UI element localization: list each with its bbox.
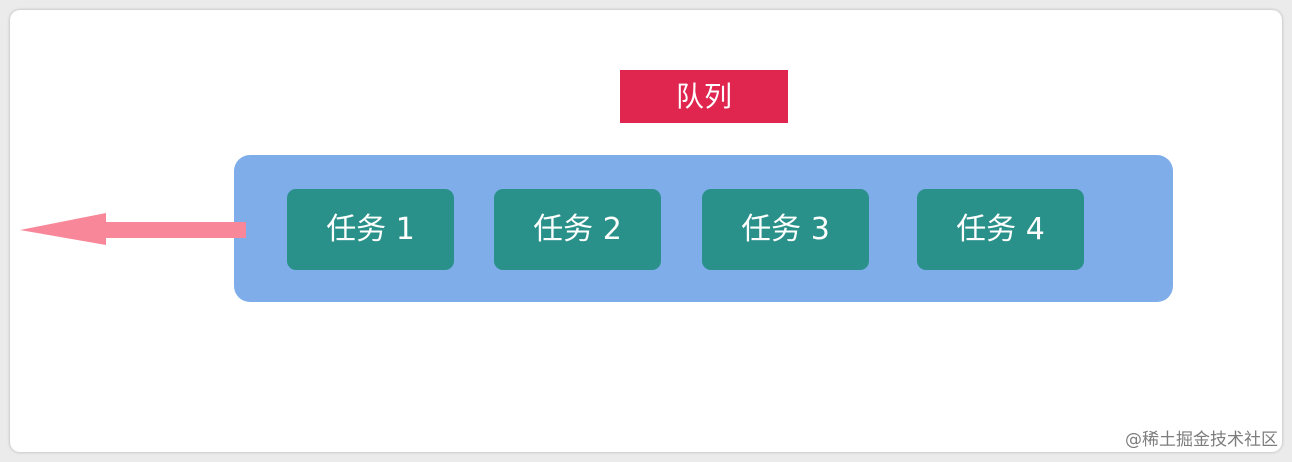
watermark: @稀土掘金技术社区 (1125, 430, 1278, 450)
task-box-3: 任务 3 (702, 189, 869, 270)
queue-label: 队列 (620, 70, 788, 123)
task-box-2: 任务 2 (494, 189, 661, 270)
task-box-1: 任务 1 (287, 189, 454, 270)
task-box-4: 任务 4 (917, 189, 1084, 270)
dequeue-arrow-icon (20, 213, 246, 245)
